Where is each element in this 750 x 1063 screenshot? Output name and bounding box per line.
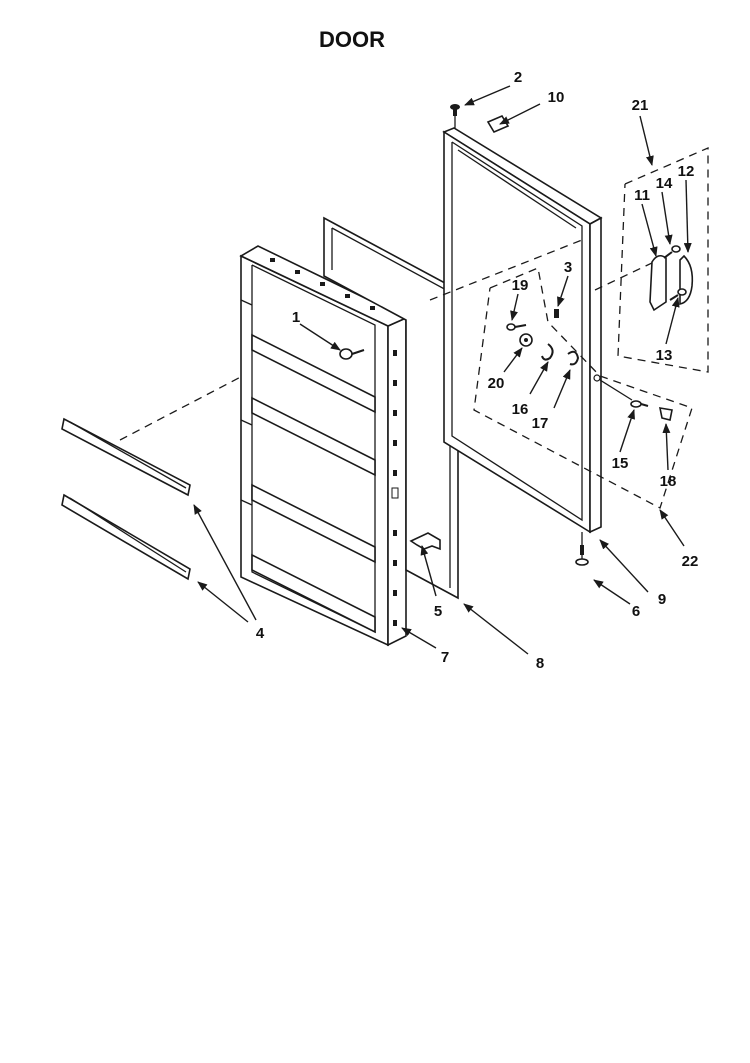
callout-labels: 1 2 3 4 5 6 7 8 9 10 11 12 13 14 15 16 1…: [256, 69, 699, 672]
hardware-group-22-boundary: [473, 267, 693, 509]
callout-16: 16: [512, 401, 529, 418]
callout-15: 15: [612, 455, 629, 472]
bottom-plug: [575, 532, 589, 566]
callout-7: 7: [441, 649, 449, 666]
callout-22: 22: [682, 553, 699, 570]
callout-8: 8: [536, 655, 544, 672]
callout-17: 17: [532, 415, 549, 432]
callout-9: 9: [658, 591, 666, 608]
callout-1: 1: [292, 309, 300, 326]
callout-10: 10: [548, 89, 565, 106]
callout-11: 11: [634, 187, 650, 204]
callout-14: 14: [656, 175, 673, 192]
callout-20: 20: [488, 375, 505, 392]
handle-hardware: [506, 323, 673, 421]
door-bracket: [409, 532, 441, 551]
callout-18: 18: [660, 473, 677, 490]
alignment-line-hinge: [594, 261, 655, 291]
callout-6: 6: [632, 603, 640, 620]
callout-19: 19: [512, 277, 529, 294]
leader-lines: [193, 85, 692, 655]
callout-3: 3: [564, 259, 572, 276]
hinge-assembly: [649, 245, 694, 312]
callout-13: 13: [656, 347, 673, 364]
hinge-group-21-boundary: [617, 147, 709, 373]
callout-21: 21: [632, 97, 649, 114]
callout-4: 4: [256, 625, 265, 642]
door-label: [486, 114, 510, 134]
diagram-title: DOOR: [319, 27, 385, 52]
liner-screw: [339, 348, 365, 360]
breaker-strips: [61, 417, 191, 581]
outer-door-panel: [442, 127, 603, 534]
callout-2: 2: [514, 69, 522, 86]
callout-5: 5: [434, 603, 442, 620]
panel-clip: [554, 309, 559, 318]
top-screw: [450, 104, 460, 128]
callout-12: 12: [678, 163, 695, 180]
